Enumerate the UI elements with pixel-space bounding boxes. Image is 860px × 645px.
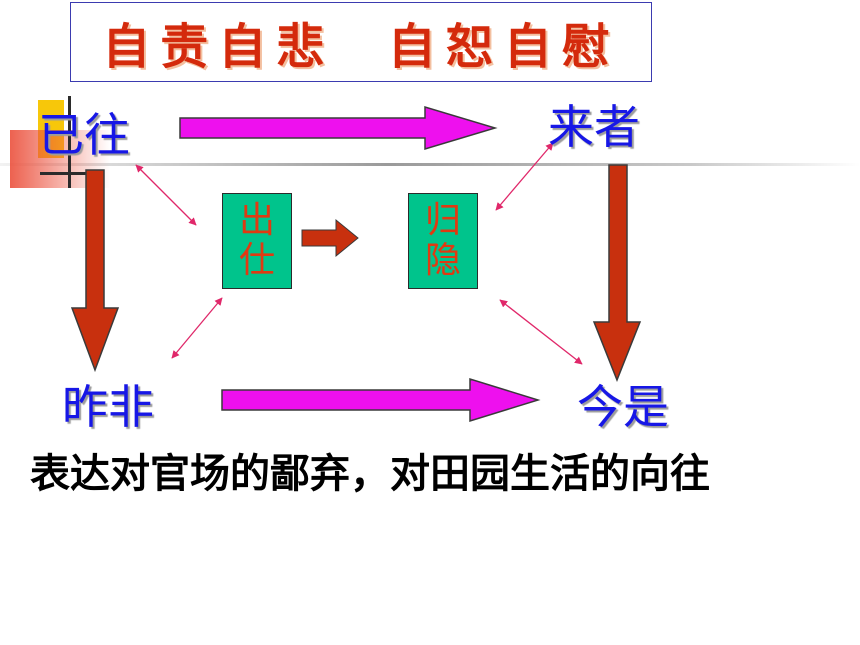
arrow-future-down <box>592 164 642 383</box>
thin-arrow-top-right <box>495 142 554 211</box>
thin-arrow-top-left <box>135 164 197 226</box>
arrow-yesterday-to-today <box>221 377 541 423</box>
label-past: 已往 <box>38 108 130 162</box>
arrow-past-to-future <box>179 105 498 151</box>
summary-caption: 表达对官场的鄙弃，对田园生活的向往 <box>30 451 710 497</box>
arrow-office-to-retreat <box>301 218 359 258</box>
thin-arrow-bottom-right <box>499 299 583 365</box>
title-frame <box>70 2 652 82</box>
thin-arrow-bottom-left <box>171 297 223 359</box>
decor-vertical-line <box>68 96 71 188</box>
divider-line <box>0 163 860 166</box>
box-retire: 归隐 <box>408 193 478 289</box>
decor-horizontal-line <box>40 172 88 175</box>
box-take-office-label: 出仕 <box>238 200 275 281</box>
label-future: 来者 <box>548 100 640 154</box>
label-yesterday-wrong: 昨非 <box>62 380 154 434</box>
arrow-past-down <box>70 169 120 373</box>
box-take-office: 出仕 <box>222 193 292 289</box>
label-today-right: 今是 <box>577 380 669 434</box>
box-retire-label: 归隐 <box>424 200 461 281</box>
slide-title: 自责自悲 自恕自慰 <box>102 19 620 75</box>
